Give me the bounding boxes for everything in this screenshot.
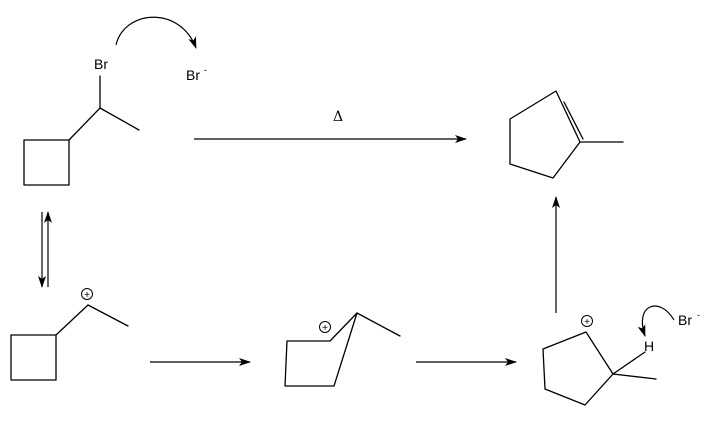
ring-expansion-transition-cation: +	[284, 312, 401, 387]
methylcyclopentene-product	[509, 90, 624, 179]
bromide-charge-top: -	[204, 65, 207, 75]
hydrogen-atom: H	[644, 338, 654, 354]
equilibrium-arrows	[38, 211, 52, 288]
expanding-ring	[284, 312, 358, 387]
methylcyclopentyl-cation: H +	[542, 315, 657, 406]
positive-charge-icon	[81, 288, 93, 300]
ring-to-cation-bond	[55, 304, 89, 336]
cyclopentene-ring	[509, 90, 581, 179]
cyclobutylethyl-cation: +	[10, 288, 129, 381]
heat-symbol: Δ	[333, 109, 343, 125]
deprotonation-curved-arrow	[637, 305, 675, 337]
transition-methyl-bond	[356, 312, 401, 337]
cyclobutane-ring-cation	[10, 334, 57, 381]
positive-charge-sign: +	[84, 290, 90, 301]
cation-to-methyl-bond	[87, 304, 129, 327]
positive-charge-icon	[319, 321, 331, 333]
ring-to-ch-bond	[68, 107, 101, 141]
c-h-bond	[612, 351, 646, 375]
positive-charge-icon	[581, 315, 593, 327]
ch-to-methyl-bond	[99, 107, 140, 131]
cyclopentyl-methyl-bond	[612, 373, 657, 380]
ring-double-bond	[563, 101, 584, 140]
cyclopentyl-ring	[542, 331, 614, 406]
positive-charge-sign: +	[584, 317, 590, 328]
bromide-charge-right: -	[697, 310, 700, 320]
bromoethylcyclobutane: Br	[23, 56, 140, 186]
cyclobutane-ring	[23, 139, 70, 186]
bromide-ion-right: Br	[678, 312, 692, 328]
positive-charge-sign: +	[322, 323, 328, 334]
bromine-atom: Br	[94, 56, 108, 72]
bromide-ion-top: Br	[186, 67, 200, 83]
leaving-group-curved-arrow	[115, 16, 197, 49]
